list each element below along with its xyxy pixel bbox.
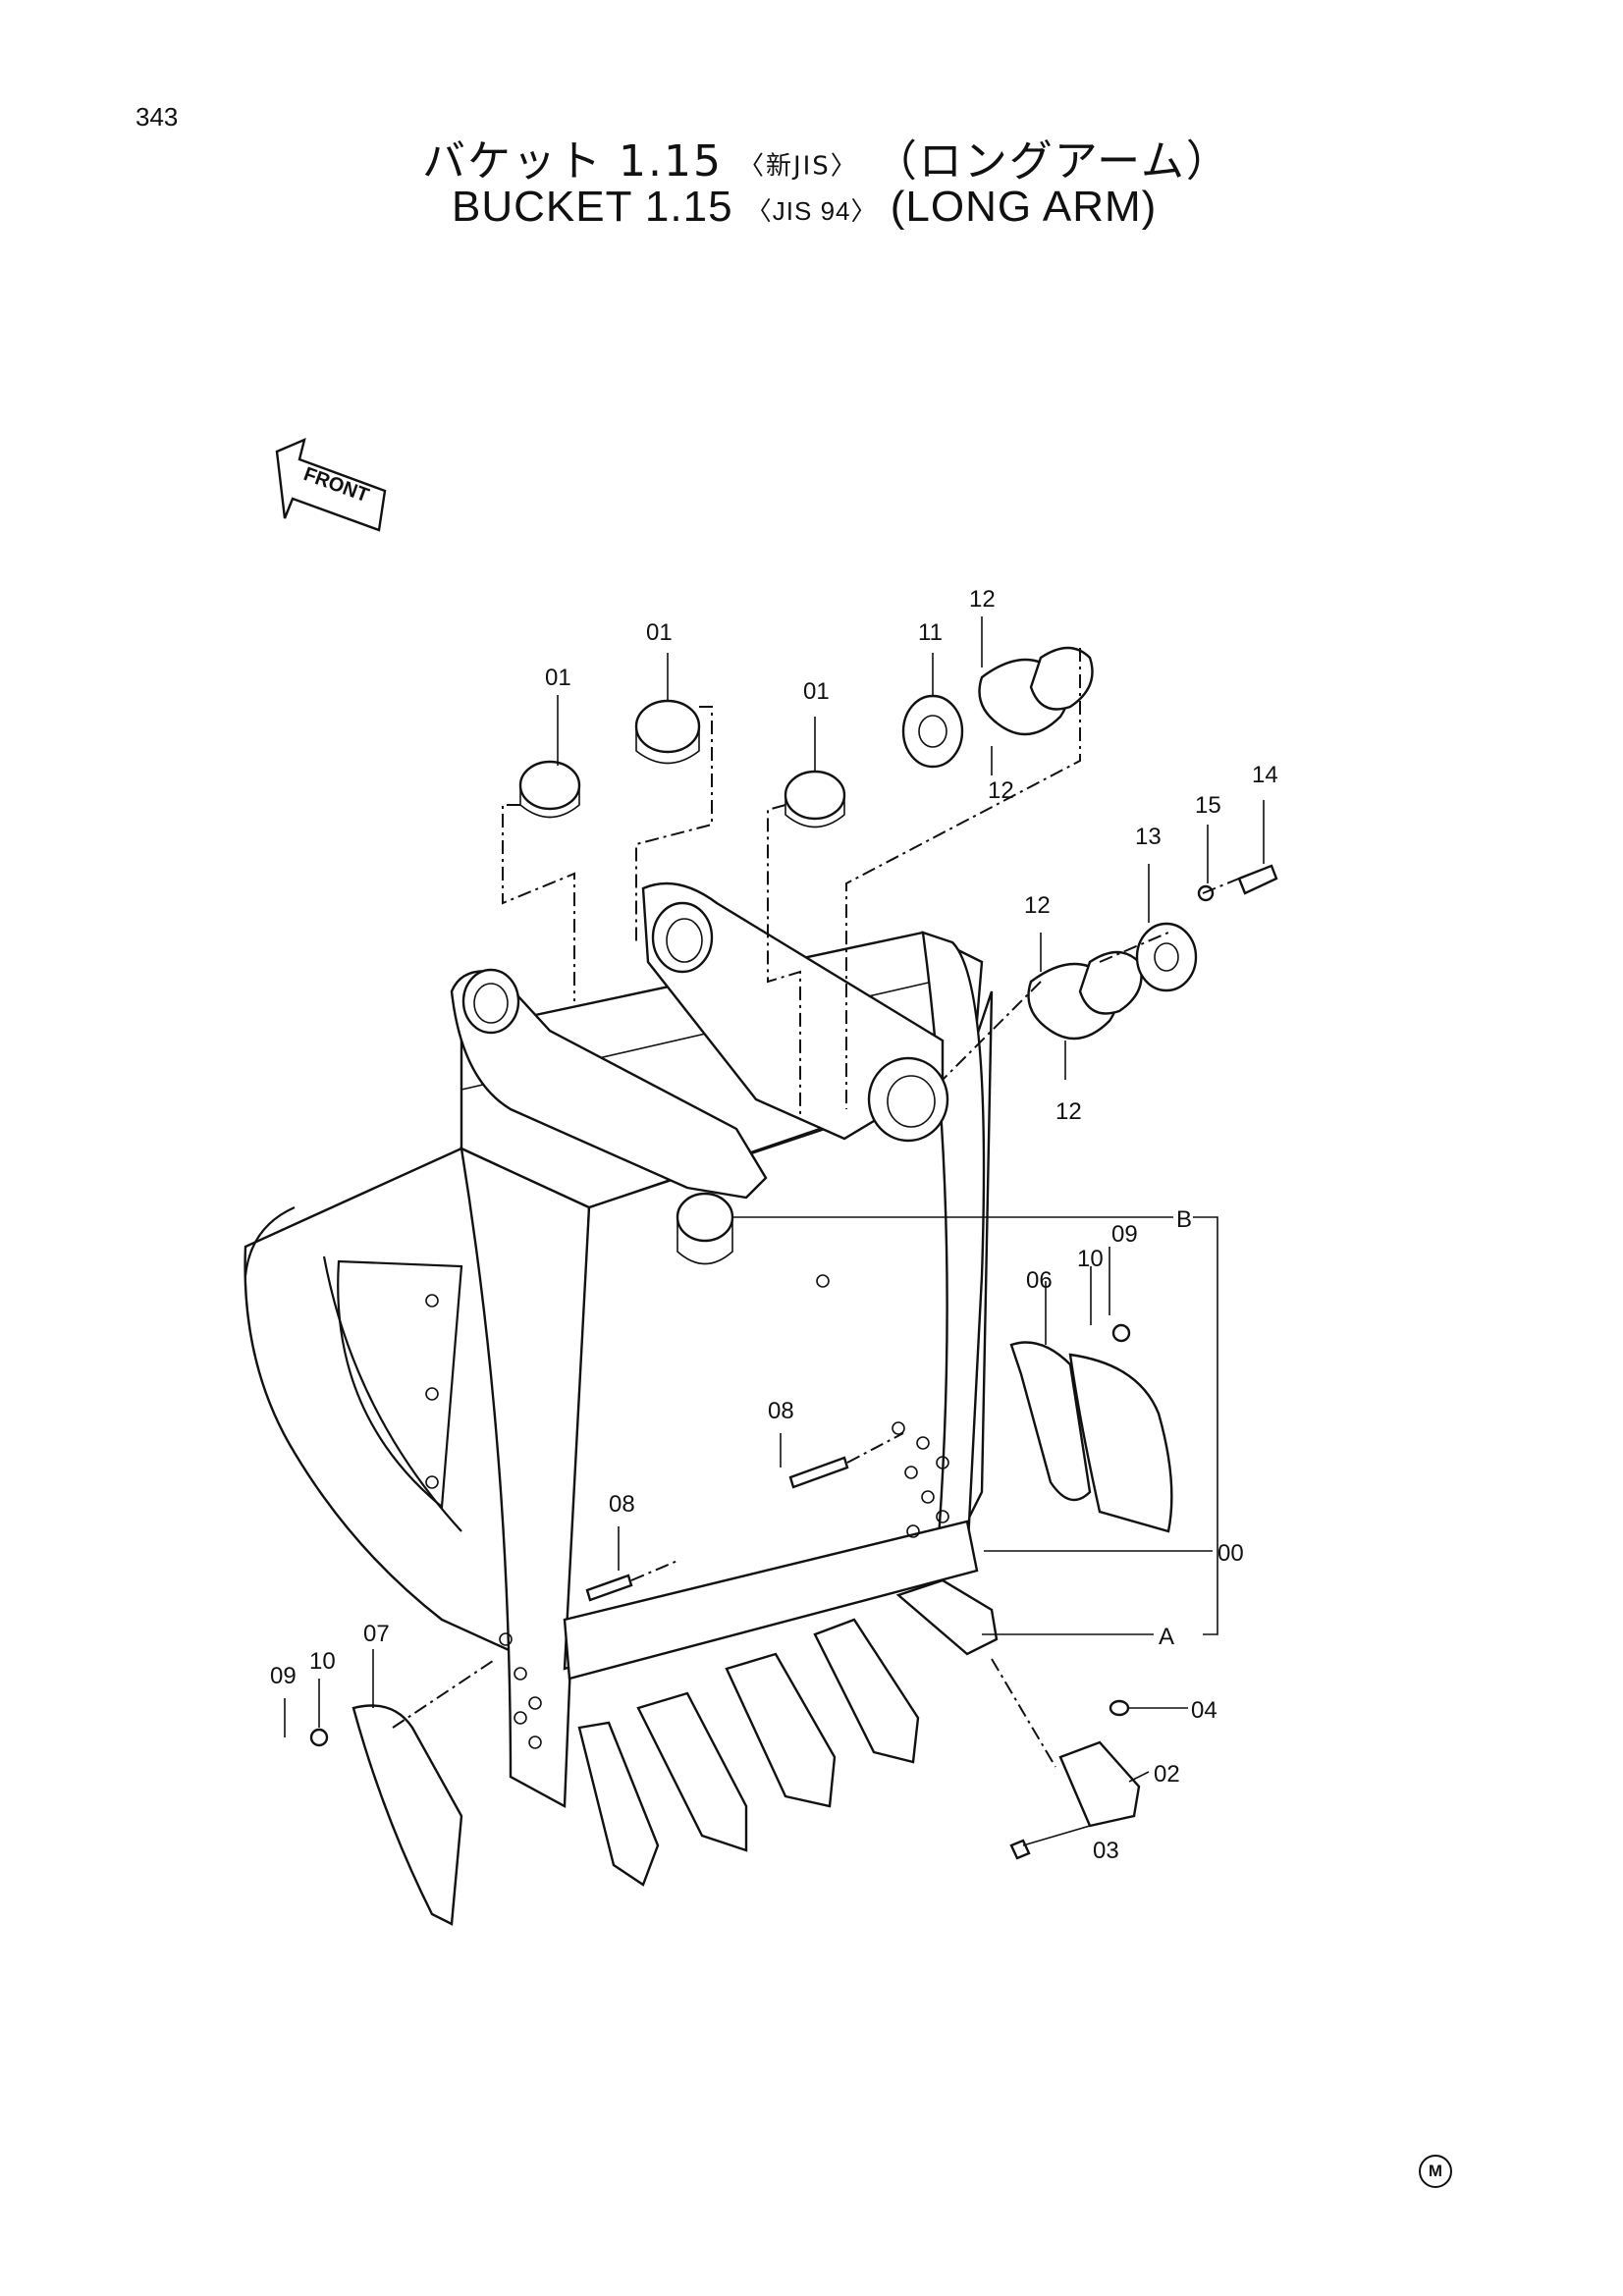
corner-mark: M — [1419, 2155, 1452, 2188]
callout-09-left: 09 — [270, 1663, 297, 1689]
callout-12-lower: 12 — [1055, 1098, 1082, 1125]
callout-10-left: 10 — [309, 1648, 336, 1675]
callout-13: 13 — [1135, 824, 1162, 850]
title-english: BUCKET 1.15 〈JIS 94〉 (LONG ARM) — [452, 183, 1157, 232]
callout-02: 02 — [1154, 1761, 1180, 1788]
callout-12-upper: 12 — [988, 777, 1014, 804]
callout-B: B — [1176, 1206, 1192, 1233]
title-ja-main: バケット 1.15 — [422, 136, 723, 187]
bolt-08-parts — [585, 1456, 849, 1602]
side-cutter-parts — [309, 1323, 1173, 1926]
callout-01-right: 01 — [803, 678, 830, 705]
callout-12-mid: 12 — [1024, 892, 1051, 919]
callout-labels: 01 01 01 11 12 12 12 12 13 14 15 B 09 10… — [270, 586, 1278, 1864]
title-japanese: バケット 1.15 〈新JIS〉 （ロングアーム） — [422, 126, 1231, 188]
callout-08-right: 08 — [768, 1398, 794, 1424]
callout-04: 04 — [1191, 1697, 1217, 1724]
title-ja-suffix: （ロングアーム） — [873, 136, 1231, 187]
callout-A: A — [1159, 1624, 1174, 1650]
callout-09-right: 09 — [1111, 1221, 1138, 1248]
assembly-lines — [392, 648, 1240, 1768]
bucket-teeth — [577, 1578, 999, 1887]
callout-01-left: 01 — [545, 665, 571, 691]
callout-11: 11 — [918, 619, 943, 646]
callout-01-middle: 01 — [646, 619, 673, 646]
callout-08-left: 08 — [609, 1491, 635, 1518]
tooth-replacement-parts — [1009, 1699, 1141, 1860]
callout-03: 03 — [1093, 1838, 1119, 1864]
title-en-suffix: (LONG ARM) — [890, 183, 1158, 231]
title-en-main: BUCKET 1.15 — [452, 183, 733, 231]
bushing-01-parts — [518, 699, 846, 828]
title-ja-spec: 〈新JIS〉 — [737, 151, 858, 182]
callout-14: 14 — [1252, 762, 1278, 788]
page-number: 343 — [135, 102, 179, 132]
bucket-body — [243, 881, 994, 1808]
title-en-spec: 〈JIS 94〉 — [745, 195, 878, 226]
callout-07: 07 — [363, 1621, 390, 1647]
callout-06: 06 — [1026, 1267, 1053, 1294]
callout-15: 15 — [1195, 792, 1221, 819]
callout-10-right: 10 — [1077, 1246, 1104, 1272]
shim-and-plate-parts — [901, 646, 1278, 1041]
leader-lines — [284, 616, 1265, 1846]
callout-12-top: 12 — [969, 586, 996, 613]
callout-00: 00 — [1217, 1540, 1244, 1567]
front-arrow-icon: FRONT — [275, 437, 387, 532]
